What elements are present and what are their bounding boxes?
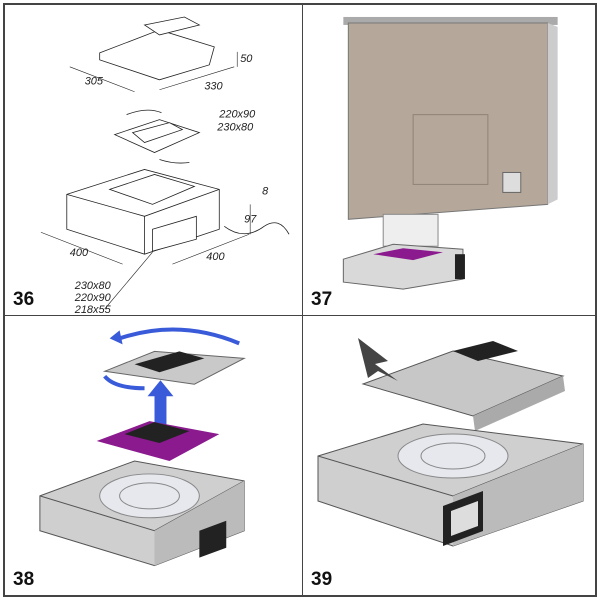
step-number: 39	[311, 569, 333, 590]
step-38-panel: 38	[5, 316, 303, 595]
dim-400-left: 400	[70, 247, 88, 259]
dim-8: 8	[262, 185, 269, 197]
dim-230x80: 230x80	[216, 122, 253, 134]
step-number: 36	[13, 289, 35, 310]
step-39-panel: 39	[303, 316, 595, 595]
dim-400-right: 400	[206, 251, 224, 263]
dim-230x80: 230x80	[74, 280, 111, 292]
step-37-panel: 37	[303, 5, 595, 316]
cover-installation-illustration	[317, 338, 584, 547]
dim-220x90: 220x90	[74, 292, 111, 304]
dim-50: 50	[240, 53, 252, 65]
step-number: 38	[13, 569, 35, 590]
lift-arrow-icon	[154, 394, 167, 427]
instruction-page: 305 330 50 220x90 230x80 400 400 8 97 23…	[3, 3, 597, 597]
pointer-arrow-icon	[358, 338, 398, 381]
adapter-replacement-illustration	[39, 327, 246, 567]
step-number: 37	[311, 289, 333, 310]
dim-220x90: 220x90	[218, 109, 255, 121]
dim-305: 305	[85, 76, 104, 88]
dim-330: 330	[204, 81, 222, 93]
exploded-dimension-drawing: 305 330 50 220x90 230x80 400 400 8 97 23…	[40, 16, 290, 315]
dim-97: 97	[244, 213, 257, 225]
hood-with-fan-unit-illustration	[342, 16, 558, 290]
rotate-arrow-icon	[118, 327, 240, 346]
dim-218x55: 218x55	[74, 304, 112, 315]
step-36-panel: 305 330 50 220x90 230x80 400 400 8 97 23…	[5, 5, 303, 316]
